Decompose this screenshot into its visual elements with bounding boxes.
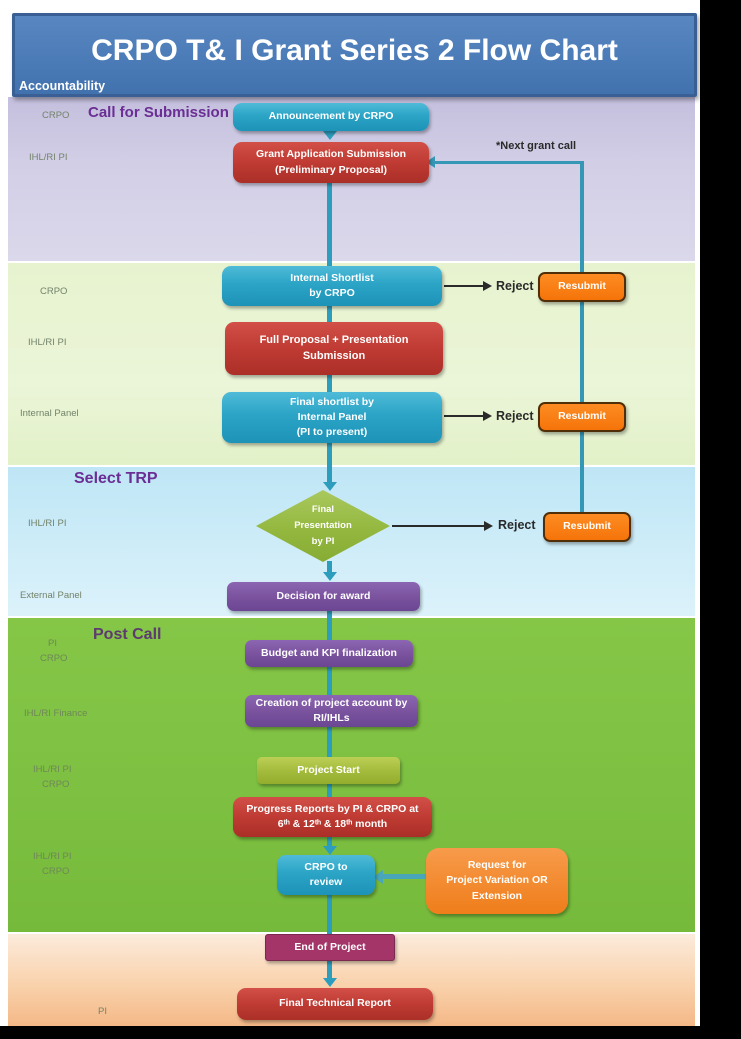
role-post-crpo: CRPO	[40, 653, 68, 664]
role-internal-panel: Internal Panel	[20, 408, 79, 419]
node-announcement: Announcement by CRPO	[233, 103, 429, 131]
role-post-ihl-ri-pi-2: IHL/RI PI	[33, 851, 72, 862]
role-ihl-ri-finance: IHL/RI Finance	[24, 708, 88, 719]
role-post-ihl-ri-pi-1: IHL/RI PI	[33, 764, 72, 775]
page-title: CRPO T& I Grant Series 2 Flow Chart	[91, 34, 618, 67]
node-decision-for-award: Decision for award	[227, 582, 420, 611]
next-grant-call-label: *Next grant call	[496, 140, 577, 152]
node-resubmit-2: Resubmit	[538, 402, 626, 432]
heading-call-for-submission: Call for Submission	[88, 104, 229, 121]
node-resubmit-1: Resubmit	[538, 272, 626, 302]
arrow-into-review	[323, 846, 337, 855]
connector-next-grant-call-horizontal	[434, 161, 584, 164]
connector-start-to-progress	[327, 784, 332, 797]
role-external-panel: External Panel	[20, 590, 82, 601]
node-internal-shortlist: Internal Shortlist by CRPO	[222, 266, 442, 306]
node-final-shortlist: Final shortlist by Internal Panel (PI to…	[222, 392, 442, 443]
role-call-ihl-ri-pi: IHL/RI PI	[29, 152, 68, 163]
role-shortlist-ihl-ri-pi: IHL/RI PI	[28, 337, 67, 348]
connector-resubmit-loop-vertical	[580, 161, 584, 512]
node-final-technical-report: Final Technical Report	[237, 988, 433, 1020]
connector-account-to-start	[327, 727, 332, 757]
arrow-into-decision	[323, 572, 337, 581]
node-progress-reports: Progress Reports by PI & CRPO at 6ᵗʰ & 1…	[233, 797, 432, 837]
reject-line-1	[444, 285, 484, 287]
reject-arrowhead-2	[483, 411, 492, 421]
node-grant-application: Grant Application Submission (Preliminar…	[233, 142, 429, 183]
accountability-label: Accountability	[19, 79, 106, 93]
header-banner: CRPO T& I Grant Series 2 Flow Chart Acco…	[12, 13, 697, 97]
node-project-start: Project Start	[257, 757, 400, 784]
role-shortlist-crpo: CRPO	[40, 286, 68, 297]
request-arrow-line	[382, 874, 426, 879]
node-account-creation: Creation of project account by RI/IHLs	[245, 695, 418, 727]
node-budget-kpi: Budget and KPI finalization	[245, 640, 413, 667]
reject-label-1: Reject	[496, 279, 534, 293]
heading-select-trp: Select TRP	[74, 470, 158, 487]
connector-finalshortlist-to-diamond	[327, 443, 332, 483]
node-variation-request: Request for Project Variation OR Extensi…	[426, 848, 568, 914]
reject-line-3	[392, 525, 485, 527]
reject-label-3: Reject	[498, 518, 536, 532]
reject-label-2: Reject	[496, 409, 534, 423]
node-full-proposal: Full Proposal + Presentation Submission	[225, 322, 443, 375]
role-post-pi: PI	[48, 638, 57, 649]
connector-budget-to-account	[327, 667, 332, 695]
role-closing-pi: PI	[98, 1006, 107, 1017]
node-end-of-project: End of Project	[265, 934, 395, 961]
connector-progress-to-review	[327, 837, 332, 847]
role-post-crpo-2: CRPO	[42, 866, 70, 877]
role-call-crpo: CRPO	[42, 110, 70, 121]
connector-diamond-to-decision	[327, 561, 332, 573]
role-trp-ihl-ri-pi: IHL/RI PI	[28, 518, 67, 529]
connector-shortlist-to-proposal	[327, 306, 332, 323]
connector-decision-to-budget	[327, 611, 332, 640]
arrow-announcement-to-grant	[323, 131, 337, 140]
connector-grant-to-shortlist	[327, 183, 332, 267]
reject-line-2	[444, 415, 484, 417]
connector-proposal-to-finalshortlist	[327, 375, 332, 392]
arrow-into-diamond	[323, 482, 337, 491]
connector-review-to-end	[327, 895, 332, 934]
role-post-crpo-1: CRPO	[42, 779, 70, 790]
request-arrowhead	[373, 870, 383, 884]
reject-arrowhead-1	[483, 281, 492, 291]
arrow-into-grant-application	[426, 156, 435, 168]
node-crpo-review: CRPO to review	[277, 855, 375, 895]
heading-post-call: Post Call	[93, 626, 162, 643]
connector-end-to-report	[327, 959, 332, 979]
reject-arrowhead-3	[484, 521, 493, 531]
node-resubmit-3: Resubmit	[543, 512, 631, 542]
arrow-into-report	[323, 978, 337, 987]
